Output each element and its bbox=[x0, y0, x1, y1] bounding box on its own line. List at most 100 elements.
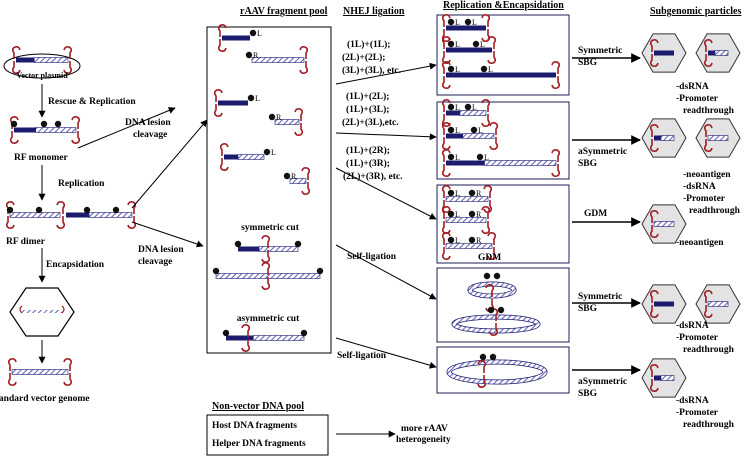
itr-hairpin bbox=[649, 210, 659, 238]
sub2-desc-1: -neoantigen bbox=[683, 170, 731, 180]
dna-dark bbox=[446, 72, 556, 78]
dna-hatched bbox=[35, 127, 77, 133]
dna-dark bbox=[14, 127, 36, 133]
dna-dark bbox=[654, 301, 674, 307]
cut-site-dot bbox=[294, 240, 302, 248]
fragment-tag: L bbox=[488, 65, 493, 74]
itr-hairpin-arm bbox=[9, 116, 19, 144]
itr-hairpin-arm bbox=[299, 46, 309, 74]
dna-hatched bbox=[445, 243, 493, 249]
itr-hairpin-arm bbox=[441, 232, 451, 260]
dna-dark bbox=[446, 110, 460, 116]
itr-hairpin bbox=[301, 167, 311, 195]
fragment-pool-title: rAAV fragment pool bbox=[240, 6, 328, 17]
itr-hairpin-arm bbox=[487, 232, 497, 260]
itr-hairpin bbox=[299, 46, 309, 74]
standard-genome-drawing bbox=[7, 358, 73, 386]
itr-hairpin bbox=[481, 14, 491, 42]
encapsidation-label: Encapsidation bbox=[46, 260, 105, 270]
pool-fragment bbox=[222, 35, 250, 41]
dna-hatched bbox=[714, 50, 729, 56]
rep-box-4 bbox=[436, 267, 570, 343]
fragment-tag: R bbox=[476, 189, 482, 198]
dna-hatched bbox=[251, 57, 305, 63]
dna-hatched bbox=[462, 133, 495, 139]
hex-dna bbox=[654, 50, 674, 56]
itr-hairpin bbox=[551, 61, 561, 89]
dna-dark bbox=[226, 335, 254, 341]
dna-hatched bbox=[707, 301, 729, 307]
cut-site-dot bbox=[447, 126, 455, 134]
cut-site-dot bbox=[212, 267, 220, 275]
itr-hairpin-arm bbox=[489, 122, 499, 150]
sub5-genome bbox=[649, 364, 675, 392]
pool-fragment bbox=[251, 57, 305, 63]
itr-hairpin-arm bbox=[481, 14, 491, 42]
cut-site-dot bbox=[447, 103, 455, 111]
itr-hairpin bbox=[56, 201, 66, 229]
gdm-box-label: GDM bbox=[478, 253, 501, 263]
self-ligation-2: Self-ligation bbox=[335, 337, 437, 369]
hex-dna bbox=[654, 375, 675, 381]
capsid-genome bbox=[19, 305, 65, 314]
itr-hairpin bbox=[213, 89, 223, 117]
lesion-bottom-line1: DNA lesion bbox=[138, 245, 184, 255]
non-vector-pool: Non-vector DNA pool Host DNA fragments H… bbox=[206, 401, 451, 456]
dna-dark bbox=[218, 100, 248, 106]
sub4-desc-1: -dsRNA bbox=[676, 321, 709, 331]
cut-site-dot bbox=[468, 189, 476, 197]
self-ligation-1: Self-ligation bbox=[335, 244, 437, 300]
itr-hairpin-arm bbox=[551, 149, 561, 177]
cut-site-dot bbox=[112, 206, 120, 214]
itr-hairpin-arm bbox=[649, 364, 659, 392]
fragment-tag: R bbox=[476, 236, 482, 245]
dimer-to-pool-arrow bbox=[131, 119, 208, 209]
lesion-arrows: DNA lesion cleavage DNA lesion cleavage bbox=[77, 107, 208, 267]
cut-site-dot bbox=[10, 120, 18, 128]
cut-site-dot bbox=[6, 206, 14, 214]
sub1-desc-2: -Promoter bbox=[676, 94, 719, 104]
cut-site-dot bbox=[480, 65, 488, 73]
vector-plasmid-ellipse bbox=[3, 53, 81, 79]
itr-hairpin bbox=[11, 46, 21, 74]
fragment-tag: R bbox=[253, 51, 259, 60]
nhej-g3-arrow bbox=[335, 167, 437, 220]
dna-dark bbox=[654, 375, 661, 381]
itr-hairpin-arm bbox=[477, 360, 487, 388]
itr-hairpin bbox=[487, 36, 497, 64]
rf-dimer-dna-left bbox=[9, 212, 61, 218]
sbg5-line2: SBG bbox=[578, 389, 598, 399]
dna-dark bbox=[238, 246, 259, 252]
sbg5-line1: aSymmetric bbox=[578, 377, 627, 387]
sub4b-genome bbox=[703, 290, 729, 318]
itr-hairpin-arm bbox=[441, 122, 451, 150]
rep-box-2 bbox=[436, 101, 570, 180]
itr-hairpin bbox=[703, 39, 713, 67]
dna-hatched bbox=[459, 110, 487, 116]
sub3-desc-1: -neoantigen bbox=[676, 238, 724, 248]
rf-dimer-dna-right bbox=[66, 212, 133, 218]
sub2-desc-3: -Promoter bbox=[683, 194, 726, 204]
itr-hairpin-arm bbox=[11, 46, 21, 74]
standard-genome-dna bbox=[11, 369, 69, 375]
fragment-tag: L bbox=[472, 18, 477, 27]
hex-dna bbox=[707, 135, 729, 141]
cut-site-dot bbox=[483, 272, 491, 280]
rep2-fragment bbox=[446, 110, 487, 116]
lesion-arrow-bottom bbox=[131, 221, 204, 248]
non-vector-box bbox=[206, 414, 329, 456]
cut-site-dot bbox=[468, 210, 476, 218]
rf-monomer-dna bbox=[14, 127, 77, 133]
nhej-g2-line3: (2L)+(3L),etc. bbox=[342, 117, 399, 128]
gdm-label: GDM bbox=[584, 209, 607, 219]
rep-box-3 bbox=[436, 184, 570, 264]
cut-site-dot bbox=[472, 40, 480, 48]
itr-hairpin bbox=[649, 39, 659, 67]
fragment-tag: L bbox=[455, 126, 460, 135]
sub5-desc-3: readthrough bbox=[683, 420, 735, 430]
vector-plasmid-dna bbox=[16, 57, 69, 63]
cut-site-dot bbox=[83, 206, 91, 214]
subgenomic-title: Subgenomic particles bbox=[650, 6, 741, 17]
cut-site-dot bbox=[476, 153, 484, 161]
